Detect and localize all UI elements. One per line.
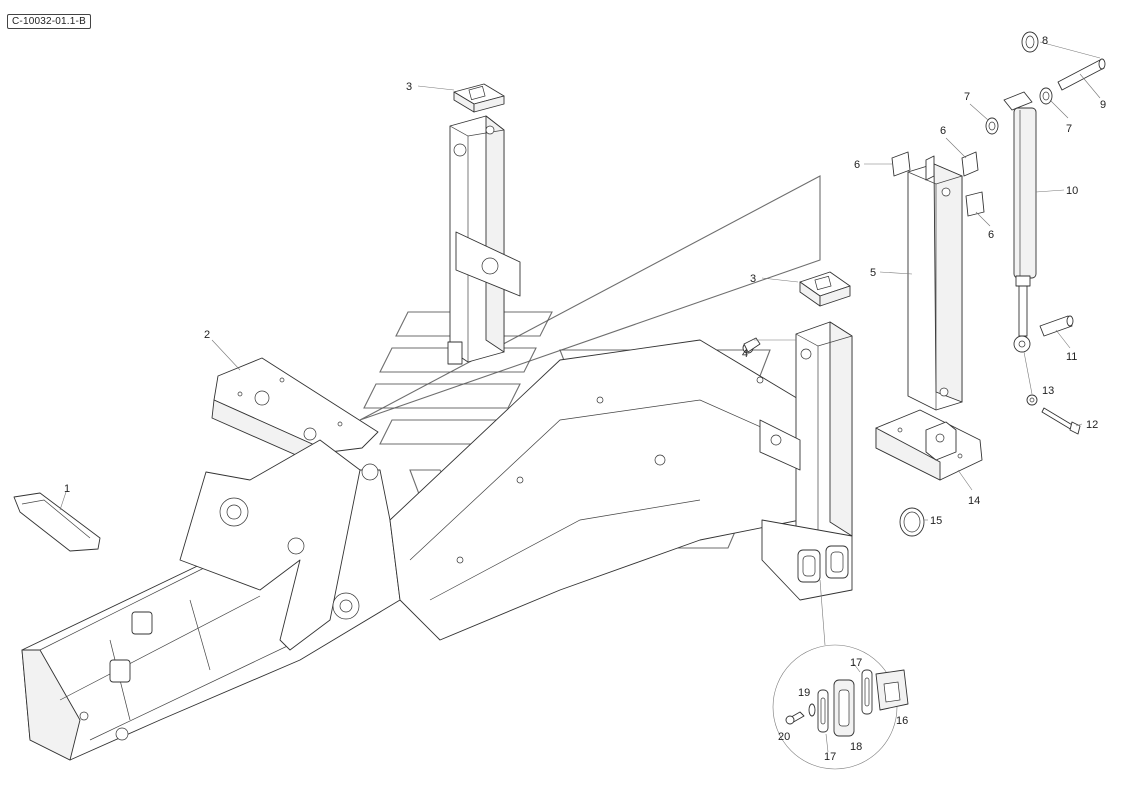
part-6-pad-left <box>891 151 911 177</box>
callout-14: 14 <box>968 495 980 507</box>
callout-numbers: 1 2 3 3 4 5 6 6 6 7 7 8 9 10 11 12 13 14… <box>64 35 1106 763</box>
part-20-bolt <box>785 711 805 725</box>
part-1-plate <box>13 492 101 552</box>
part-3-cap-lower <box>799 271 851 307</box>
leader-lines <box>59 41 1101 753</box>
part-2-main-frame <box>21 339 831 761</box>
detail-view-circle <box>772 579 898 770</box>
callout-13: 13 <box>1042 385 1054 397</box>
callout-2: 2 <box>204 329 210 341</box>
callout-10: 10 <box>1066 185 1078 197</box>
callout-6-lower: 6 <box>988 229 994 241</box>
part-6-pad-right <box>961 151 979 177</box>
callout-3-upper: 3 <box>406 81 412 93</box>
part-8-circlip <box>1021 31 1039 53</box>
part-13-nut <box>1026 394 1038 406</box>
part-16-guide-block <box>875 669 909 711</box>
part-14-base-plate <box>875 409 983 481</box>
callout-6-left: 6 <box>854 159 860 171</box>
callout-5: 5 <box>870 267 876 279</box>
part-5-column-sleeve <box>907 155 963 411</box>
part-11-pin <box>1039 315 1074 337</box>
callout-4: 4 <box>742 348 748 360</box>
part-12-bolt <box>1041 407 1081 435</box>
part-15-cap <box>899 507 925 537</box>
callout-18: 18 <box>850 741 862 753</box>
rear-upright-column <box>447 115 521 365</box>
callout-17-top: 17 <box>850 657 862 669</box>
callout-3-lower: 3 <box>750 273 756 285</box>
part-4-bolt <box>742 337 761 354</box>
part-10-hydraulic-cylinder <box>1003 91 1037 353</box>
part-7-ring-right <box>1039 87 1053 105</box>
part-7-ring-left <box>985 117 999 135</box>
part-17-shim-right <box>861 669 873 715</box>
callout-20: 20 <box>778 731 790 743</box>
callout-7-right: 7 <box>1066 123 1072 135</box>
callout-11: 11 <box>1066 351 1077 363</box>
callout-15: 15 <box>930 515 942 527</box>
callout-19: 19 <box>798 687 810 699</box>
callout-8: 8 <box>1042 35 1048 47</box>
part-17-shim-left <box>817 689 829 733</box>
callout-1: 1 <box>64 483 70 495</box>
front-upright-column <box>759 321 853 601</box>
callout-7-left: 7 <box>964 91 970 103</box>
callout-12: 12 <box>1086 419 1098 431</box>
callout-6-top: 6 <box>940 125 946 137</box>
part-19-washer <box>808 703 816 717</box>
callout-17-bottom: 17 <box>824 751 836 763</box>
part-6-pad-lower <box>965 191 985 217</box>
callout-9: 9 <box>1100 99 1106 111</box>
part-9-pin <box>1057 58 1106 91</box>
callout-16: 16 <box>896 715 908 727</box>
reference-code-label: C-10032-01.1-B <box>7 14 91 29</box>
part-18-slide-block <box>833 679 855 737</box>
part-3-cap-upper <box>453 83 505 113</box>
